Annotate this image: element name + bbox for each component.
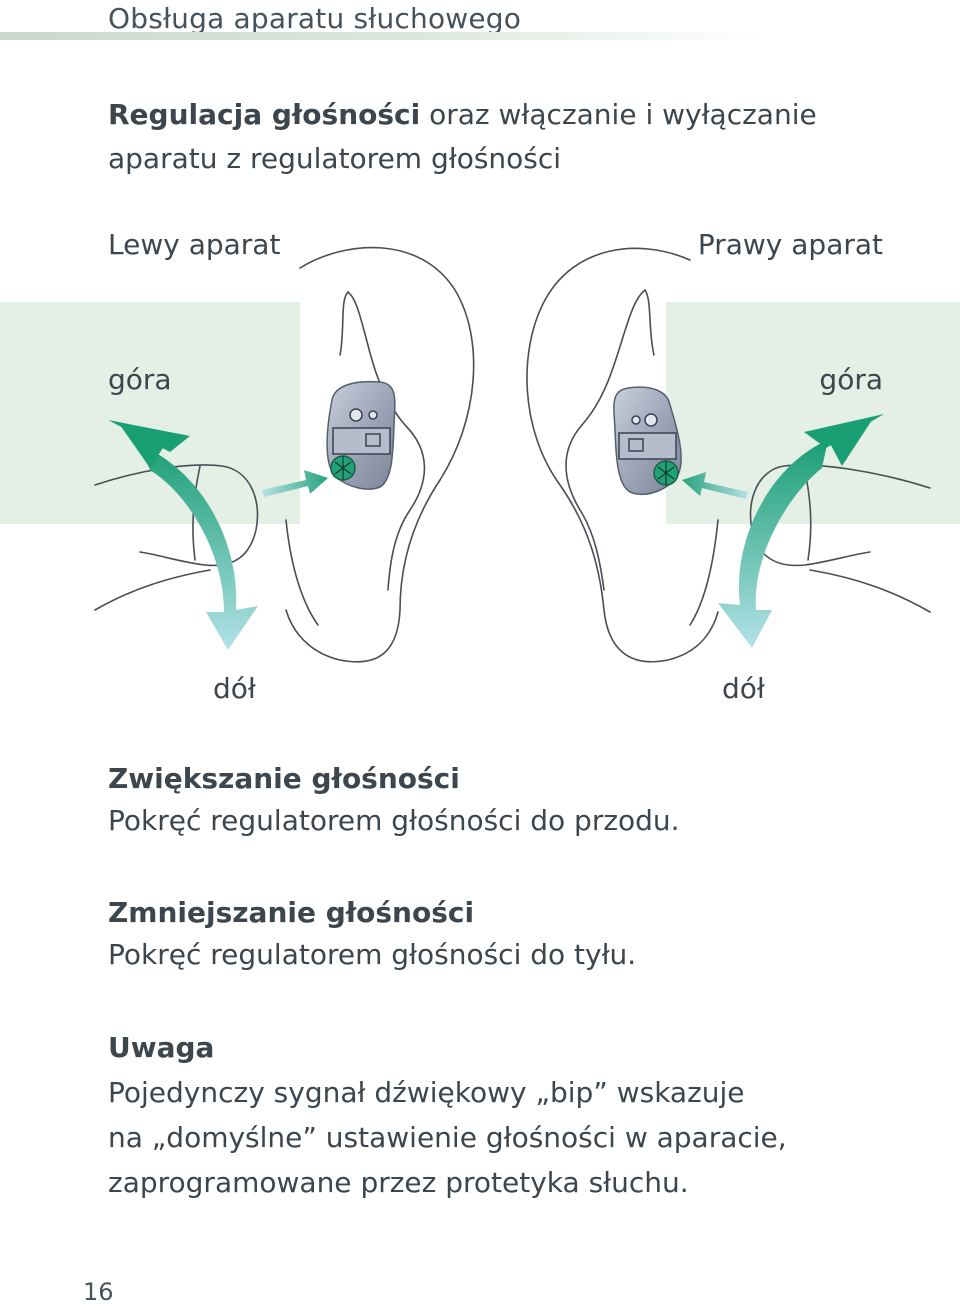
left-down-label: dół: [213, 672, 256, 705]
decrease-volume-text: Pokręć regulatorem głośności do tyłu.: [108, 938, 637, 971]
right-pointer-arrow: [682, 472, 748, 499]
hearing-aid-illustration: [0, 246, 960, 663]
right-panel: [666, 302, 960, 524]
left-hearing-aid: [326, 380, 396, 490]
left-pointer-arrow: [262, 470, 328, 497]
increase-volume-text: Pokręć regulatorem głośności do przodu.: [108, 804, 680, 837]
page-number: 16: [83, 1278, 114, 1306]
decrease-volume-heading: Zmniejszanie głośności: [108, 896, 475, 929]
increase-volume-block: Zwiększanie głośności Pokręć regulatorem…: [108, 758, 680, 842]
note-heading: Uwaga: [108, 1031, 215, 1064]
decrease-volume-block: Zmniejszanie głośności Pokręć regulatore…: [108, 892, 636, 976]
section-title-line1: Regulacja głośności oraz włączanie i wył…: [108, 93, 817, 137]
right-down-label: dół: [722, 672, 765, 705]
page-header-title: Obsługa aparatu słuchowego: [108, 2, 522, 35]
note-line-3: zaprogramowane przez protetyka słuchu.: [108, 1166, 689, 1199]
increase-volume-heading: Zwiększanie głośności: [108, 762, 460, 795]
note-line-2: na „domyślne” ustawienie głośności w apa…: [108, 1121, 787, 1154]
header-rule: [0, 32, 760, 40]
section-title-bold: Regulacja głośności: [108, 98, 421, 131]
right-hearing-aid: [613, 386, 682, 496]
section-title-rest: oraz włączanie i wyłączanie: [420, 98, 817, 131]
note-block: Uwaga Pojedynczy sygnał dźwiękowy „bip” …: [108, 1025, 787, 1205]
section-title-line2: aparatu z regulatorem głośności: [108, 142, 562, 175]
left-device-label: Lewy aparat: [108, 228, 281, 261]
right-up-label: góra: [819, 363, 883, 396]
left-panel: [0, 302, 300, 524]
right-device-label: Prawy aparat: [697, 228, 883, 261]
note-line-1: Pojedynczy sygnał dźwiękowy „bip” wskazu…: [108, 1076, 745, 1109]
section-title: Regulacja głośności oraz włączanie i wył…: [108, 93, 817, 181]
left-up-label: góra: [108, 363, 172, 396]
right-ear: [526, 247, 931, 663]
right-direction-arrow: [718, 414, 884, 648]
left-direction-arrow: [108, 420, 258, 650]
